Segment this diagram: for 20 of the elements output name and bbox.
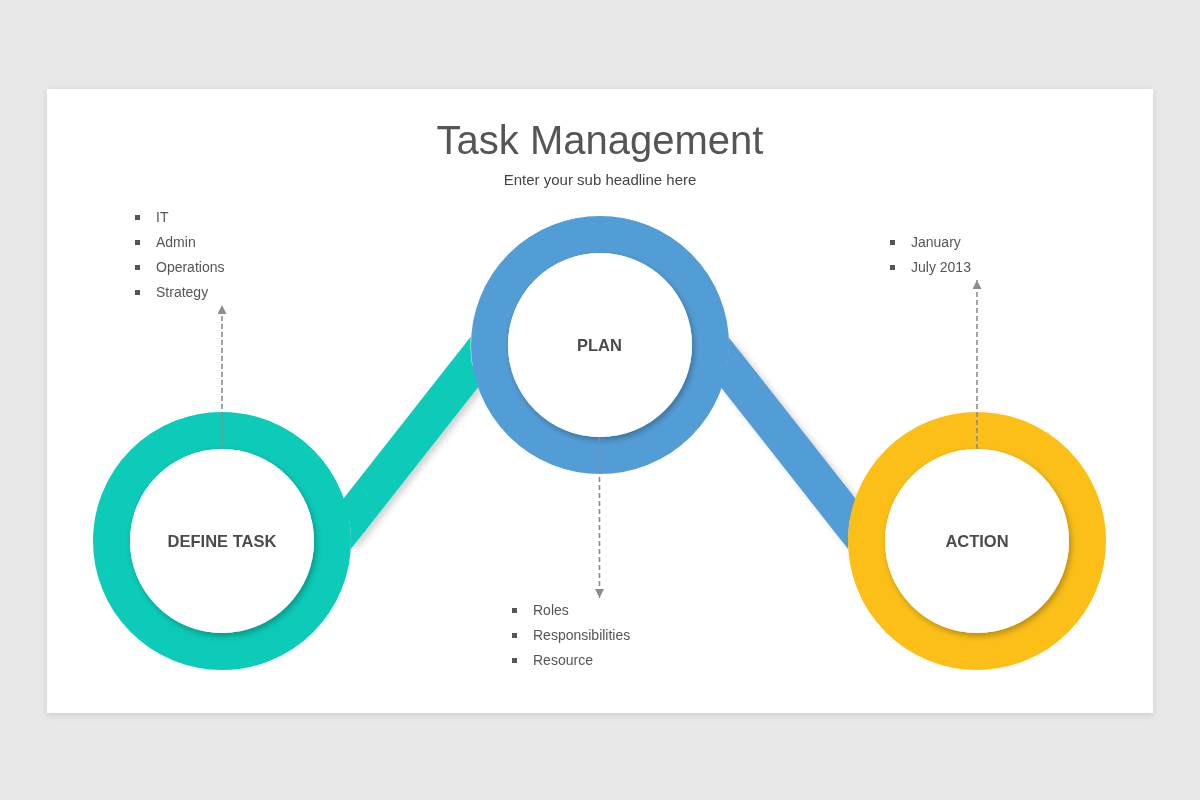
list-item-text: July 2013 — [911, 259, 971, 276]
list-item-text: Responsibilities — [533, 627, 631, 644]
dashed-arrow — [217, 304, 227, 450]
list-item-text: Resource — [533, 652, 593, 669]
list-item-text: January — [911, 234, 961, 251]
step-ring — [848, 412, 1106, 670]
step-label: PLAN — [577, 335, 622, 355]
list-item-text: Operations — [156, 259, 225, 276]
step-label: ACTION — [945, 531, 1009, 551]
step-ring — [470, 216, 729, 474]
title: Task Management — [436, 120, 764, 160]
dashed-arrow — [972, 279, 982, 450]
step-ring — [93, 412, 351, 670]
list-item-text: IT — [156, 209, 169, 226]
list-item-text: Admin — [156, 234, 196, 251]
step-label: DEFINE TASK — [167, 531, 277, 551]
list-item-text: Roles — [533, 602, 569, 619]
list-item-text: Strategy — [156, 284, 209, 301]
subtitle: Enter your sub headline here — [503, 171, 697, 189]
dashed-arrow — [595, 436, 604, 599]
